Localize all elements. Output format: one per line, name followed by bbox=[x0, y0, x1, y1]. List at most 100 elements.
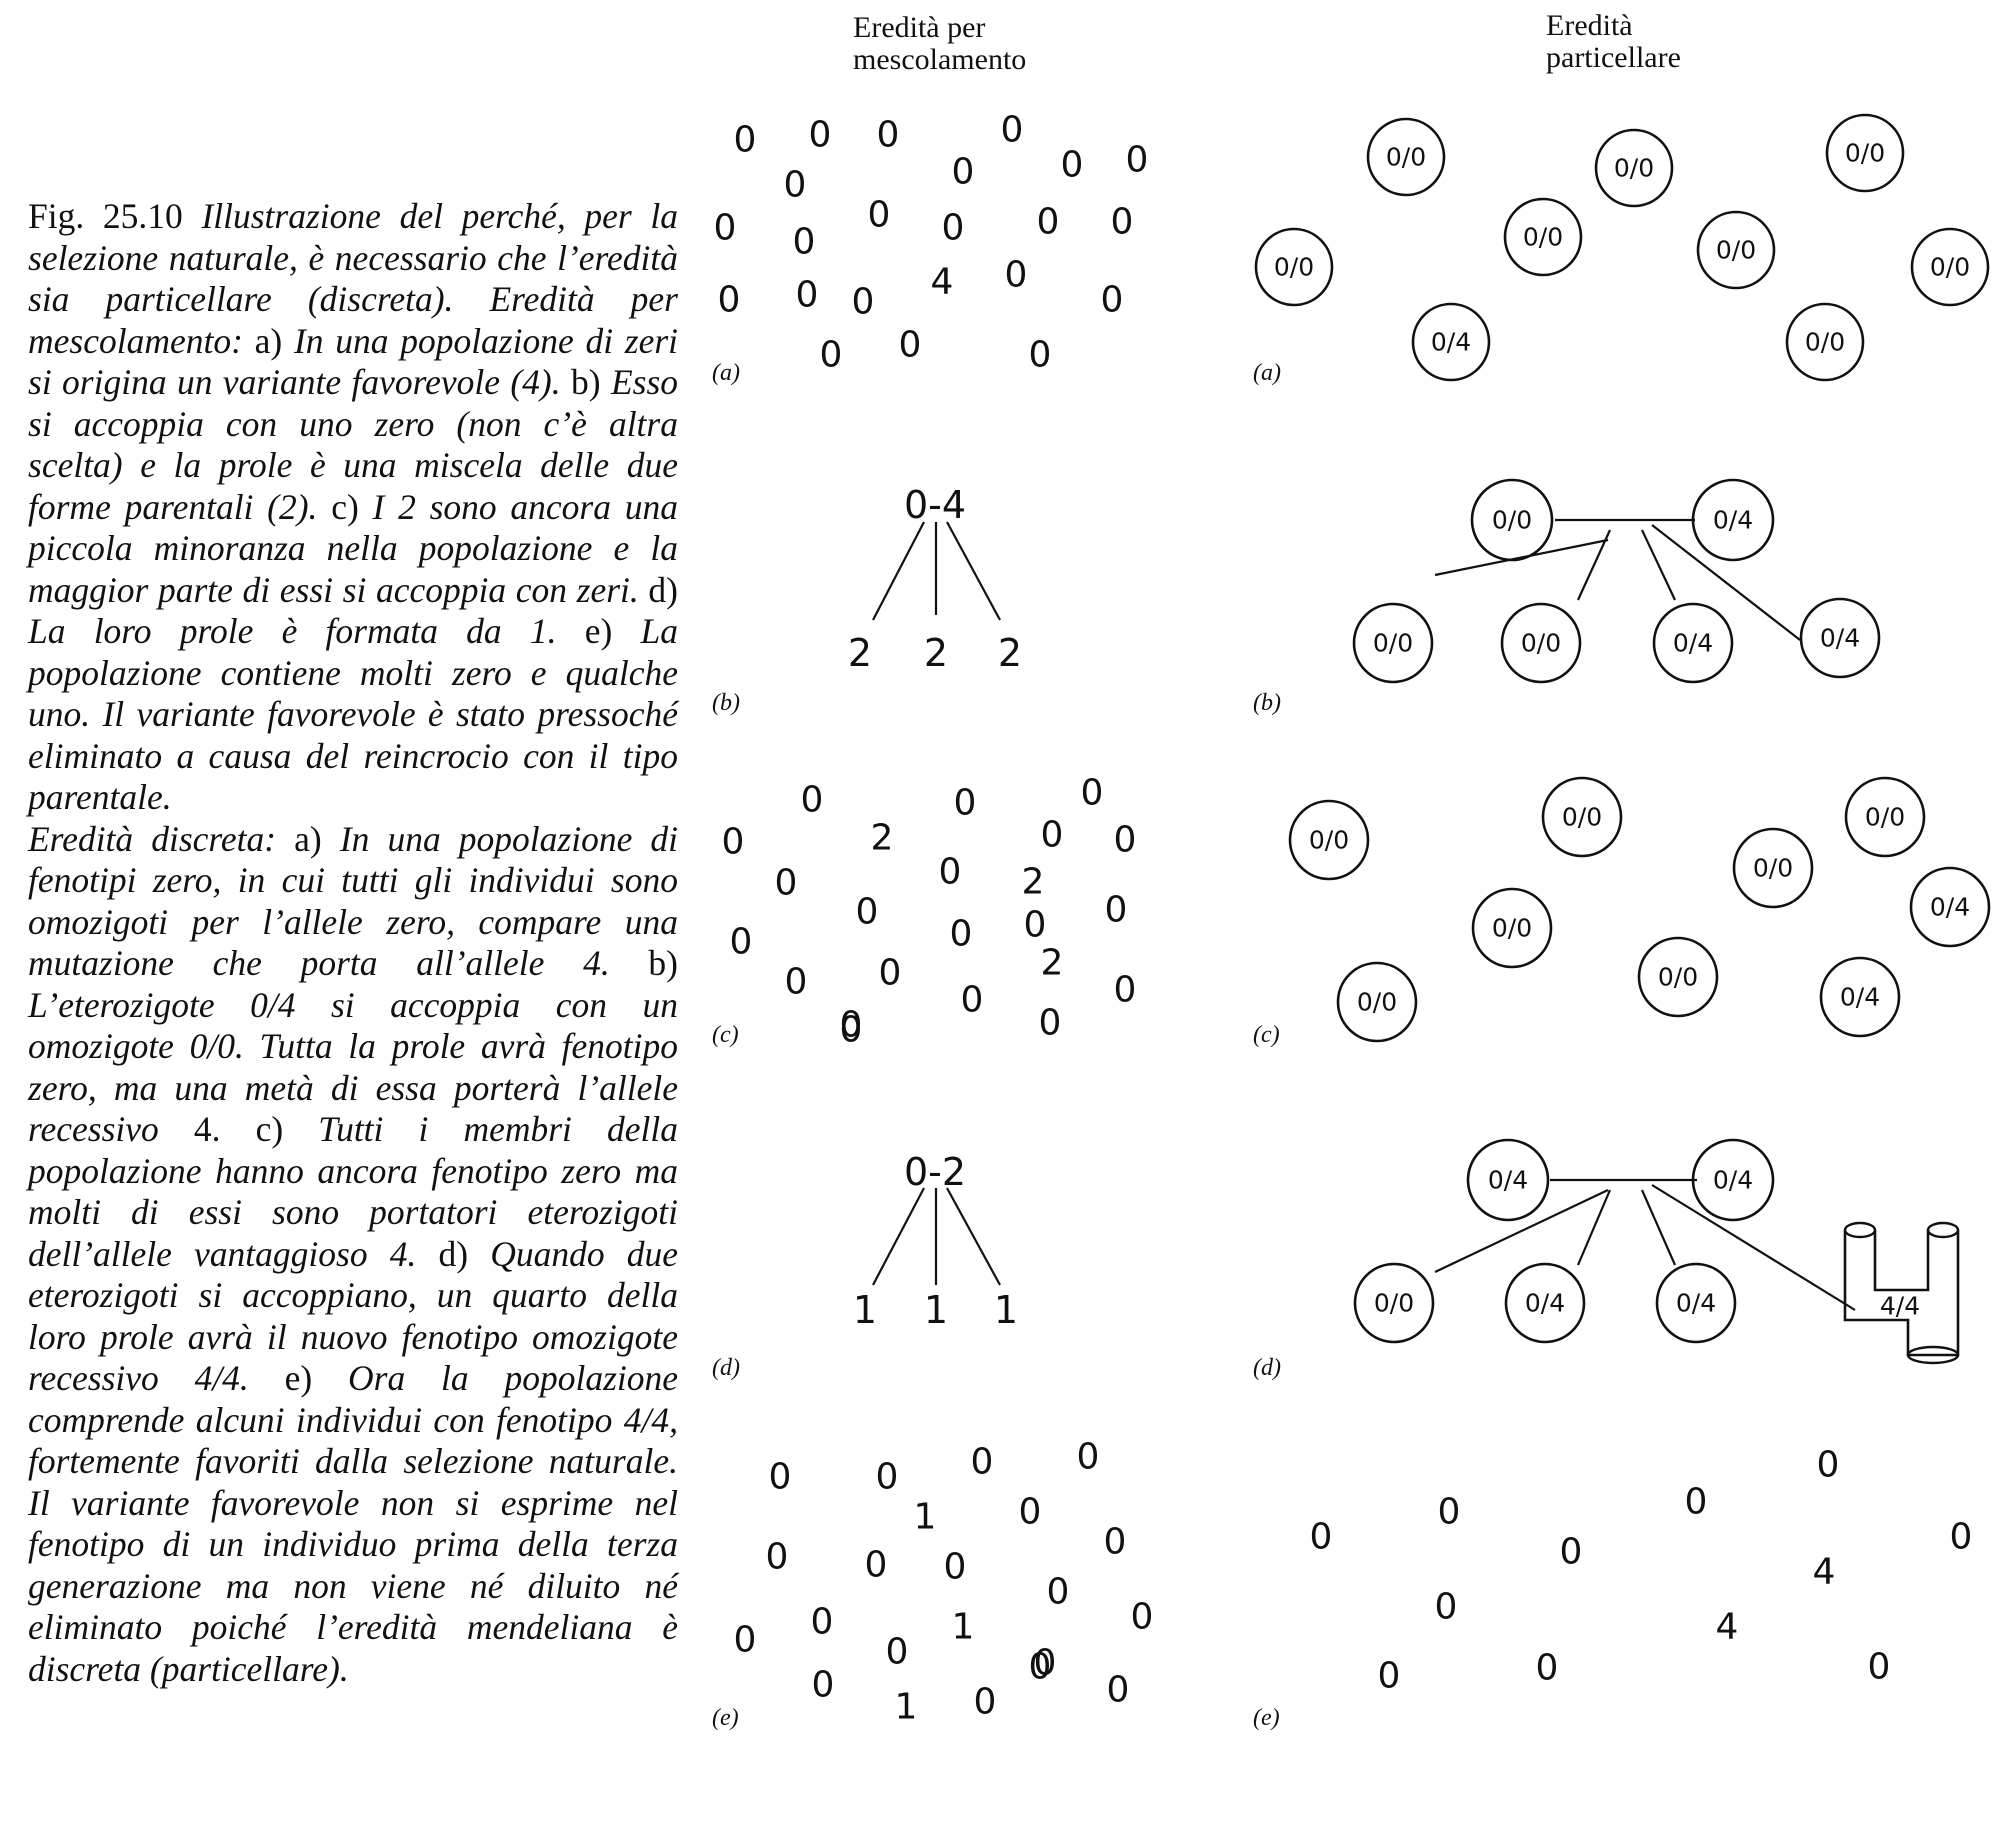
blending-a-individual: 0 bbox=[784, 165, 807, 206]
blending-c-individual: 0 bbox=[722, 822, 745, 863]
particulate-e-individual: 0 bbox=[1378, 1656, 1401, 1697]
particulate-e-individual: 0 bbox=[1868, 1647, 1891, 1688]
blending-e-individual: 0 bbox=[865, 1545, 888, 1586]
panel-label-blending-e: (e) bbox=[712, 1705, 739, 1731]
panel-label-particulate-d: (d) bbox=[1253, 1355, 1281, 1381]
discrete-title: Eredità discreta: bbox=[28, 818, 277, 859]
blending-c-individual: 0 bbox=[856, 892, 879, 933]
particulate-e-individual: 4 bbox=[1813, 1552, 1836, 1593]
blending-a-individual: 0 bbox=[868, 195, 891, 236]
homozygote-figure-outline bbox=[1843, 1230, 1960, 1357]
header-particulate: Eredità particellare bbox=[1546, 10, 1681, 74]
particulate-a-individual-circle bbox=[1503, 197, 1583, 277]
particulate-b-offspring-line bbox=[1434, 538, 1609, 577]
blending-c-individual: 0 bbox=[950, 914, 973, 955]
particulate-a-individual-genotype: 0/0 bbox=[1716, 236, 1756, 265]
blending-e-individual: 0 bbox=[766, 1537, 789, 1578]
particulate-e-individual: 0 bbox=[1560, 1532, 1583, 1573]
particulate-c-individual-circle bbox=[1637, 936, 1719, 1018]
blending-text: La popolazione contiene molti zero e qua… bbox=[28, 611, 678, 817]
blending-b-parents: 0-4 bbox=[904, 483, 966, 527]
particulate-c-individual-genotype: 0/0 bbox=[1658, 963, 1698, 992]
blending-a-individual: 0 bbox=[734, 120, 757, 161]
panel-label-blending-c: (c) bbox=[712, 1022, 739, 1048]
blending-c-individual: 0 bbox=[840, 1005, 863, 1046]
particulate-c-individual-circle bbox=[1336, 961, 1418, 1043]
particulate-e-individual: 0 bbox=[1685, 1482, 1708, 1523]
blending-b-offspring: 2 bbox=[998, 631, 1022, 675]
blending-e-individual: 0 bbox=[1019, 1492, 1042, 1533]
blending-e-individual: 1 bbox=[952, 1607, 975, 1648]
blending-e-individual: 0 bbox=[1131, 1597, 1154, 1638]
particulate-c-individual-genotype: 0/0 bbox=[1309, 826, 1349, 855]
particulate-c-individual-circle bbox=[1288, 799, 1370, 881]
particulate-c-individual-circle bbox=[1819, 956, 1901, 1038]
caption-intro: Illustrazione del perché, per la selezio… bbox=[28, 196, 678, 319]
blending-title: Eredità per mescolamento: bbox=[28, 279, 678, 361]
particulate-d-offspring-circle bbox=[1504, 1262, 1586, 1344]
blending-e-individual: 0 bbox=[734, 1620, 757, 1661]
particulate-b-offspring-genotype: 0/0 bbox=[1521, 629, 1561, 658]
blending-e-individual: 0 bbox=[886, 1632, 909, 1673]
particulate-b-offspring-line bbox=[1641, 529, 1676, 601]
particulate-b-parent-circle bbox=[1691, 478, 1775, 562]
blending-c-individual: 2 bbox=[871, 818, 894, 859]
homozygote-figure-top bbox=[1926, 1221, 1960, 1239]
blending-e-individual: 0 bbox=[1029, 1647, 1052, 1688]
blending-c-individual: 0 bbox=[1114, 820, 1137, 861]
particulate-e-individual: 0 bbox=[1435, 1587, 1458, 1628]
blending-e-individual: 0 bbox=[811, 1602, 834, 1643]
particulate-a-individual-genotype: 0/0 bbox=[1930, 253, 1970, 282]
blending-c-individual: 0 bbox=[1105, 890, 1128, 931]
particulate-c-individual-genotype: 0/4 bbox=[1930, 893, 1970, 922]
header-particulate-line: Eredità bbox=[1546, 9, 1633, 42]
particulate-d-offspring-homozygote: 4/4 bbox=[1880, 1292, 1920, 1321]
particulate-b-parent-circle bbox=[1470, 478, 1554, 562]
blending-c-individual: 0 bbox=[775, 863, 798, 904]
particulate-c-individual-circle bbox=[1541, 776, 1623, 858]
discrete-letter: b) bbox=[648, 943, 678, 983]
blending-e-individual: 1 bbox=[895, 1687, 918, 1728]
blending-d-mating-line bbox=[872, 1187, 925, 1286]
blending-a-individual: 0 bbox=[1126, 140, 1149, 181]
particulate-d-offspring-genotype: 0/0 bbox=[1374, 1289, 1414, 1318]
particulate-c-individual-genotype: 0/0 bbox=[1753, 854, 1793, 883]
blending-letter: a) bbox=[254, 320, 283, 361]
blending-a-individual: 0 bbox=[899, 325, 922, 366]
homozygote-figure-base bbox=[1906, 1345, 1960, 1365]
particulate-c-individual-genotype: 0/0 bbox=[1357, 988, 1397, 1017]
particulate-a-individual-circle bbox=[1785, 302, 1865, 382]
particulate-a-individual-genotype: 0/4 bbox=[1431, 328, 1471, 357]
blending-a-individual: 0 bbox=[852, 282, 875, 323]
particulate-d-offspring-circle bbox=[1353, 1262, 1435, 1344]
blending-letter: c) bbox=[331, 486, 359, 527]
blending-a-individual: 0 bbox=[1061, 145, 1084, 186]
particulate-a-individual-circle bbox=[1825, 113, 1905, 193]
blending-d-offspring: 1 bbox=[853, 1288, 877, 1332]
panel-label-particulate-b: (b) bbox=[1253, 690, 1281, 716]
particulate-c-individual-circle bbox=[1909, 866, 1991, 948]
blending-c-individual: 0 bbox=[840, 1010, 863, 1051]
panel-label-blending-a: (a) bbox=[712, 360, 740, 386]
blending-e-individual: 0 bbox=[974, 1682, 997, 1723]
blending-d-parents: 0-2 bbox=[904, 1150, 966, 1194]
blending-e-individual: 0 bbox=[1047, 1572, 1070, 1613]
particulate-a-individual-genotype: 0/0 bbox=[1805, 328, 1845, 357]
particulate-a-individual-circle bbox=[1910, 227, 1990, 307]
blending-letter: b) bbox=[571, 362, 601, 402]
particulate-d-offspring-line bbox=[1640, 1189, 1677, 1266]
header-particulate-line: particellare bbox=[1546, 41, 1681, 74]
blending-text: In una popolazione di zeri si origina un… bbox=[28, 320, 679, 403]
particulate-d-parent-genotype: 0/4 bbox=[1488, 1166, 1528, 1195]
blending-b-offspring: 2 bbox=[848, 631, 872, 675]
particulate-a-individual-circle bbox=[1696, 210, 1776, 290]
blending-a-individual: 0 bbox=[1037, 202, 1060, 243]
blending-c-individual: 2 bbox=[1041, 943, 1064, 984]
discrete-text: L’eterozigote 0/4 si accoppia con un omo… bbox=[28, 984, 678, 1150]
discrete-letter: d) bbox=[438, 1233, 469, 1274]
blending-e-individual: 0 bbox=[971, 1442, 994, 1483]
particulate-a-individual-genotype: 0/0 bbox=[1845, 139, 1885, 168]
discrete-letter: c) bbox=[255, 1109, 284, 1149]
blending-a-individual: 0 bbox=[1101, 280, 1124, 321]
particulate-e-individual: 0 bbox=[1950, 1517, 1973, 1558]
